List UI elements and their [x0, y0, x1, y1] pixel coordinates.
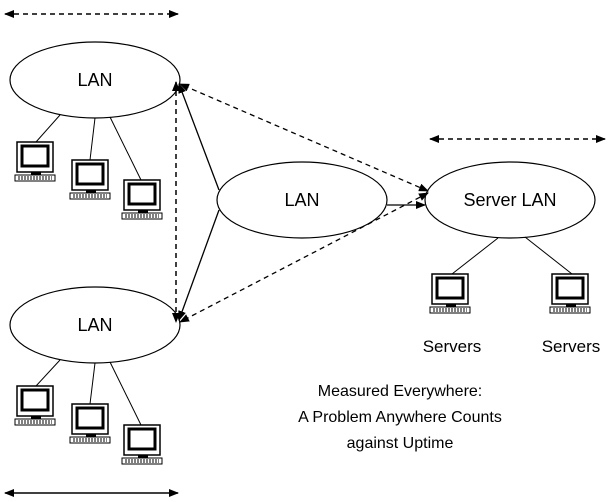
server-to-bottom-lan-link — [179, 192, 429, 323]
servers-right-label: Servers — [542, 337, 601, 356]
servers-left-label: Servers — [423, 337, 482, 356]
server-lan-label: Server LAN — [463, 190, 556, 210]
bottom-lan-pc-1-icon — [13, 384, 57, 427]
top-lan-pc-3-icon — [120, 178, 164, 221]
bottom-lan-pc-2-icon — [68, 402, 112, 445]
server-right-icon — [548, 272, 592, 315]
lan-center-label: LAN — [284, 190, 319, 210]
center-to-top-lan-link — [178, 83, 220, 191]
center-to-bottom-lan-link — [178, 209, 220, 321]
caption-line-1: Measured Everywhere: — [318, 383, 483, 400]
caption-line-2: A Problem Anywhere Counts — [298, 409, 502, 426]
caption-line-3: against Uptime — [347, 435, 454, 452]
top-lan-pc-1-icon — [13, 140, 57, 183]
server-left-icon — [428, 272, 472, 315]
lan-top-label: LAN — [77, 70, 112, 90]
server-to-top-lan-link — [179, 83, 429, 192]
bottom-lan-pc-3-icon — [120, 423, 164, 466]
top-lan-pc-2-icon — [68, 158, 112, 201]
lan-bottom-label: LAN — [77, 315, 112, 335]
